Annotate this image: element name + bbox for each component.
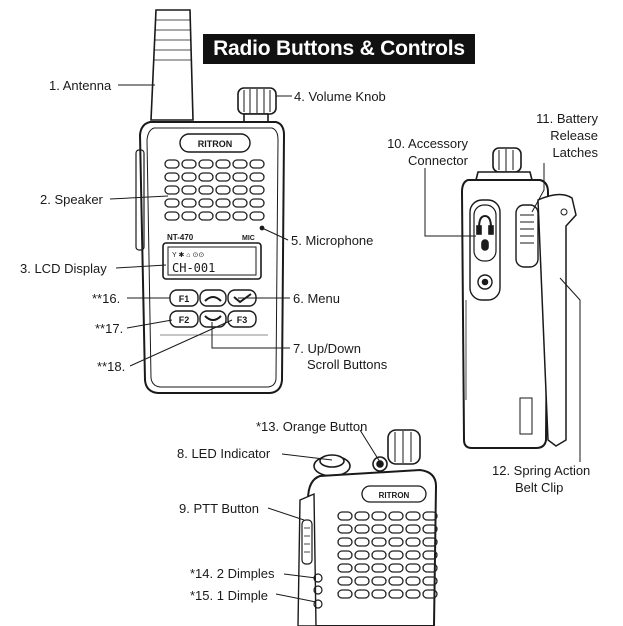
callout-lcd-display: 3. LCD Display [20,261,107,276]
callout-ptt-button: 9. PTT Button [179,501,259,516]
callout-microphone: 5. Microphone [291,233,374,248]
callout-f1: **16. [92,291,121,306]
f3-key-label: F3 [237,315,248,325]
callout-scroll-2: Scroll Buttons [307,357,388,372]
diagram-title-text: Radio Buttons & Controls [213,37,465,60]
callout-f3: **18. [97,359,126,374]
front-radio [135,9,286,394]
callout-accessory-2: Connector [408,153,468,168]
brand-logo-front: RITRON [198,139,233,149]
leader-led [281,453,333,461]
leader-2-dimples [283,573,317,579]
mic-label: MIC [242,235,255,242]
f2-key-label: F2 [179,315,190,325]
callout-battery-2: Release [550,128,598,143]
leader-f2 [126,319,173,329]
callout-menu: 6. Menu [293,291,340,306]
leader-orange-button [359,429,381,463]
belt-clip-shape [537,193,577,447]
callout-battery-1: 11. Battery [536,111,598,126]
f1-key-label: F1 [179,294,190,304]
antenna-shape [150,9,194,121]
leader-belt-clip [559,277,581,462]
callout-belt-clip-1: 12. Spring Action [492,463,591,478]
lcd-status-icons: Y ✱ ⌂ ⊙⊙ [172,251,204,259]
callout-battery-3: Latches [552,145,598,160]
lcd-channel-text: CH-001 [172,261,215,275]
f2-key [169,310,199,328]
callout-volume-knob: 4. Volume Knob [294,89,386,104]
callout-belt-clip-2: Belt Clip [515,480,564,495]
lcd-frame [162,242,262,280]
callout-1-dimple: *15. 1 Dimple [190,588,269,603]
callout-speaker: 2. Speaker [40,192,103,207]
side-radio [460,147,577,449]
diagram-title: Radio Buttons & Controls [203,34,475,64]
callout-scroll-1: 7. Up/Down [293,341,361,356]
angled-body [306,468,438,626]
callout-2-dimples: *14. 2 Dimples [190,566,275,581]
callout-led-indicator: 8. LED Indicator [177,446,271,461]
leader-lines [109,84,581,603]
callout-orange-button: *13. Orange Button [256,419,368,434]
leader-scroll [211,322,290,349]
f3-key [227,310,257,328]
callout-accessory-1: 10. Accessory [387,136,468,151]
model-label: NT-470 [167,233,194,242]
leader-speaker [109,195,169,200]
leader-accessory [424,168,476,237]
brand-logo-angled: RITRON [379,491,410,500]
leader-lcd [115,264,167,269]
leader-battery [531,163,545,213]
leader-ptt [267,507,305,521]
angled-radio [297,429,438,626]
callout-f2: **17. [95,321,124,336]
leader-f3 [129,319,233,367]
leader-1-dimple [275,593,317,603]
callout-antenna: 1. Antenna [49,78,112,93]
leader-microphone [261,227,289,241]
